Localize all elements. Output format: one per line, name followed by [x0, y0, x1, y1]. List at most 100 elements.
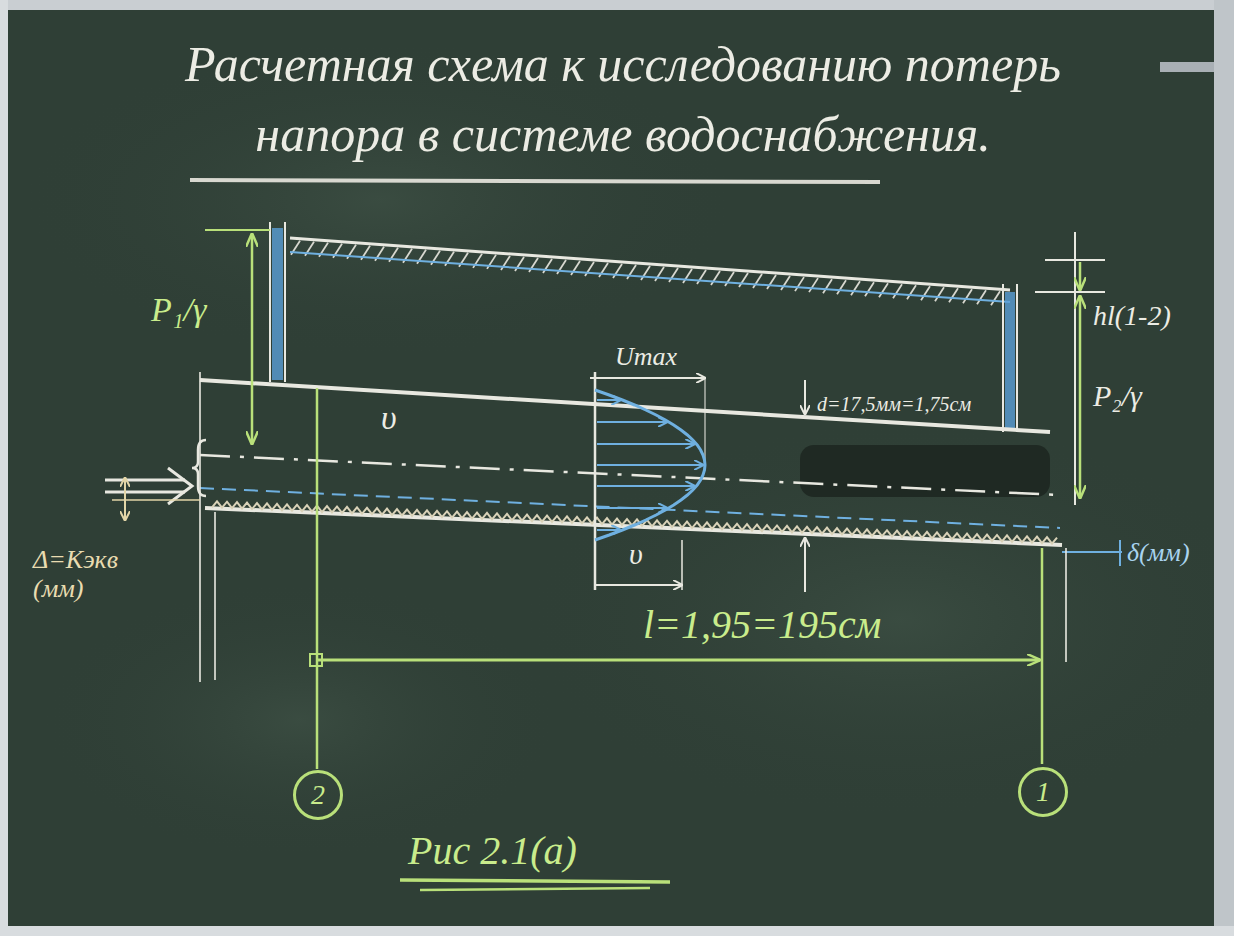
piezometric-hatch [977, 290, 986, 304]
velocity-vectors [597, 529, 620, 531]
piezometric-hatch [963, 289, 972, 303]
profile-axis [594, 372, 597, 590]
piezometric-hatch [739, 273, 748, 287]
piezometric-hatch [683, 269, 692, 283]
mean-velocity-line [595, 584, 682, 586]
dimension-tick [1035, 291, 1105, 293]
piezometric-hatch [837, 280, 846, 294]
piezometer-tube [1005, 292, 1015, 430]
piezometric-hatch [921, 286, 930, 300]
velocity-vectors [597, 399, 620, 401]
mean-velocity-line [681, 540, 683, 590]
pipe-wall [200, 380, 1050, 432]
piezometric-hatch [879, 283, 888, 297]
sublayer-leader [1119, 540, 1121, 566]
piezometric-hatch [291, 241, 1000, 306]
piezometric-hatch [781, 276, 790, 290]
velocity-vectors [597, 485, 694, 487]
piezometric-line [290, 252, 1010, 302]
roughness-arrow [112, 499, 200, 501]
velocity-label: υ [626, 536, 646, 571]
velocity-vectors [597, 443, 694, 445]
length-label: l=1,95=195см [640, 602, 884, 648]
sublayer-label: δ(мм) [1124, 538, 1193, 569]
board-frame [0, 0, 1234, 10]
pressure-head-label: P₁/γ [148, 290, 209, 329]
caption: Рис 2.1(а) [405, 828, 580, 874]
chalk-smudge [40, 580, 560, 860]
piezometer-tube [284, 222, 286, 382]
piezometric-hatch [865, 282, 874, 296]
piezometric-hatch [655, 267, 664, 281]
section-number: 2 [311, 779, 325, 811]
velocity-vectors [597, 400, 703, 530]
flow-arrow [105, 491, 185, 494]
velocity-vectors [597, 507, 667, 509]
section-line [1065, 548, 1067, 662]
pipe-axis [200, 455, 1060, 495]
pressure-head-arrow [1079, 296, 1082, 498]
piezometric-hatch [753, 274, 762, 288]
piezometric-hatch [725, 272, 734, 286]
pressure-head-arrow [251, 234, 254, 444]
velocity-label: υ [378, 398, 400, 437]
piezometric-hatch [711, 271, 720, 285]
piezometer-tube [1016, 284, 1018, 432]
flow-arrow [105, 479, 185, 482]
velocity-profile [595, 390, 705, 540]
section-line [214, 512, 216, 680]
title: Расчетная схема к исследованию потерь на… [150, 28, 1096, 170]
piezometric-hatch [809, 278, 818, 292]
piezometric-hatch [991, 291, 1000, 305]
piezometric-hatch [823, 279, 832, 293]
length-dimension [317, 659, 1040, 662]
roughness-arrow [124, 478, 126, 520]
pressure-head-label: P₂/γ [1090, 378, 1145, 413]
brace [192, 440, 206, 496]
board-frame [0, 926, 1234, 936]
caption-underline [420, 888, 650, 890]
piezometric-line [290, 238, 1010, 290]
piezometric-hatch [935, 287, 944, 301]
section-line [316, 388, 319, 769]
piezometer-tube [269, 222, 271, 382]
piezometric-hatch [669, 268, 678, 282]
piezometric-hatch [795, 277, 804, 291]
section-circle: 1 [1018, 767, 1068, 817]
dimension-tick [1045, 259, 1105, 261]
board-frame [1214, 0, 1234, 936]
velocity-vectors [597, 464, 703, 466]
velocity-vectors [597, 421, 667, 423]
section-line [1041, 548, 1044, 764]
piezometric-hatch [697, 270, 706, 284]
head-loss-arrow [1079, 262, 1082, 290]
piezometric-hatch [949, 288, 958, 302]
piezometer-tube [1002, 284, 1004, 432]
piezometric-hatch [907, 285, 916, 299]
diameter-label: d=17,5мм=1,75см [814, 392, 974, 416]
diameter-arrow [804, 380, 806, 414]
length-dimension [310, 654, 322, 666]
head-loss-label: hl(1-2) [1090, 300, 1174, 333]
section-circle: 2 [293, 770, 343, 820]
head-axis [1074, 232, 1076, 505]
sublayer-leader [1062, 551, 1122, 553]
piezometer-tube [272, 228, 283, 380]
diameter-arrow [804, 538, 806, 592]
chalk-smudge [520, 420, 1234, 820]
dimension-tick [205, 229, 270, 231]
piezometric-hatch [893, 284, 902, 298]
section-number: 1 [1036, 776, 1050, 808]
section-line [199, 372, 201, 682]
viscous-sublayer [200, 488, 1060, 528]
caption-underline [400, 880, 670, 882]
title-underline [190, 180, 880, 182]
board-frame [0, 0, 8, 936]
umax-line [590, 377, 705, 379]
roughness-label: Δ=Kэкв (мм) [30, 545, 154, 604]
flow-arrow [168, 468, 192, 504]
umax-line [704, 378, 706, 465]
piezometric-hatch [851, 281, 860, 295]
